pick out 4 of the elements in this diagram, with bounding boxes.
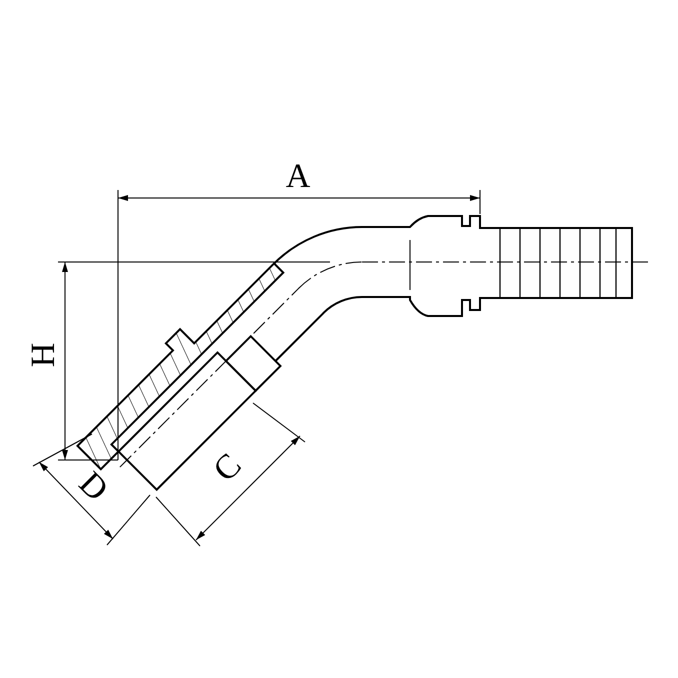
dimension-label: A xyxy=(286,160,310,194)
dimension-label: H xyxy=(27,342,61,368)
dimension-label: C xyxy=(208,448,248,488)
dimension-label: D xyxy=(72,466,114,508)
